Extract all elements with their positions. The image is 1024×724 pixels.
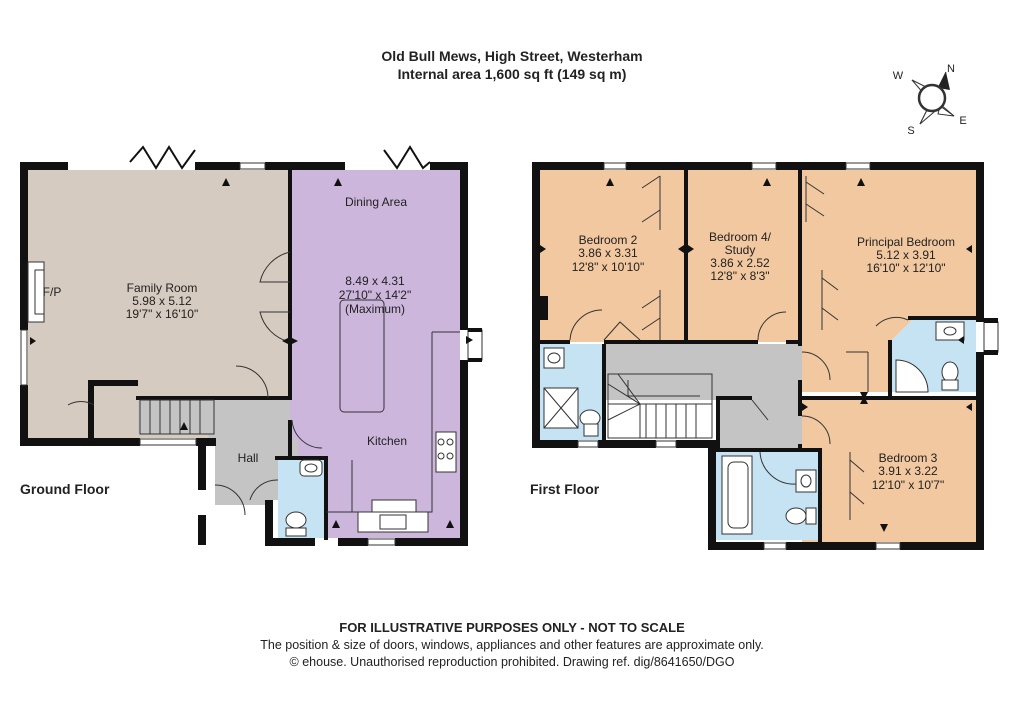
bedroom3-fill xyxy=(802,400,976,542)
compass-e: E xyxy=(959,115,966,127)
hall-fill xyxy=(138,396,298,505)
bedroom3-name: Bedroom 3 xyxy=(879,451,938,465)
bedroom4-imperial: 12'8" x 8'3" xyxy=(710,269,769,283)
bedroom4-name-line1: Bedroom 4/ xyxy=(709,230,772,244)
kitchen-label: Kitchen xyxy=(367,434,407,448)
compass-n: N xyxy=(947,63,955,75)
principal-name: Principal Bedroom xyxy=(857,235,955,249)
disclaimer-title: FOR ILLUSTRATIVE PURPOSES ONLY - NOT TO … xyxy=(339,620,685,635)
hall-label: Hall xyxy=(238,451,259,465)
landing-fill xyxy=(604,344,802,448)
first-floor-plan: Bedroom 2 3.86 x 3.31 12'8" x 10'10" Bed… xyxy=(532,162,999,550)
compass-w: W xyxy=(893,70,904,82)
first-floor-label: First Floor xyxy=(530,481,600,497)
compass-icon: N E S W xyxy=(893,63,967,137)
bedroom4-fill xyxy=(688,170,798,342)
kitchen-dims-note: (Maximum) xyxy=(345,302,405,316)
bedroom3-metric: 3.91 x 3.22 xyxy=(878,464,938,478)
fireplace-label: F/P xyxy=(43,285,62,299)
principal-imperial: 16'10" x 12'10" xyxy=(866,261,945,275)
kitchen-dims-metric: 8.49 x 4.31 xyxy=(345,274,405,288)
family-room-fill xyxy=(28,170,290,438)
ground-floor-plan: F/P Family Room 5.98 x 5.12 19'7" x 16'1… xyxy=(20,145,483,546)
bedroom4-metric: 3.86 x 2.52 xyxy=(710,256,770,270)
bedroom2-imperial: 12'8" x 10'10" xyxy=(572,260,645,274)
bedroom4-name-line2: Study xyxy=(725,243,756,257)
cupboard-fill xyxy=(92,386,136,438)
bedroom3-imperial: 12'10" x 10'7" xyxy=(872,478,945,492)
disclaimer-line3: © ehouse. Unauthorised reproduction proh… xyxy=(289,655,735,669)
internal-area: Internal area 1,600 sq ft (149 sq m) xyxy=(397,66,627,82)
address-title: Old Bull Mews, High Street, Westerham xyxy=(381,48,643,64)
ground-floor-label: Ground Floor xyxy=(20,481,110,497)
kitchen-dims-imperial: 27'10" x 14'2" xyxy=(339,288,412,302)
bedroom2-name: Bedroom 2 xyxy=(579,233,638,247)
dining-area-label: Dining Area xyxy=(345,195,407,209)
disclaimer-line2: The position & size of doors, windows, a… xyxy=(260,638,764,652)
principal-metric: 5.12 x 3.91 xyxy=(876,248,936,262)
family-room-imperial: 19'7" x 16'10" xyxy=(126,307,199,321)
family-room-name: Family Room xyxy=(127,281,198,295)
bedroom2-metric: 3.86 x 3.31 xyxy=(578,246,638,260)
principal-fill xyxy=(802,170,976,392)
compass-s: S xyxy=(907,125,914,137)
family-room-metric: 5.98 x 5.12 xyxy=(132,294,192,308)
